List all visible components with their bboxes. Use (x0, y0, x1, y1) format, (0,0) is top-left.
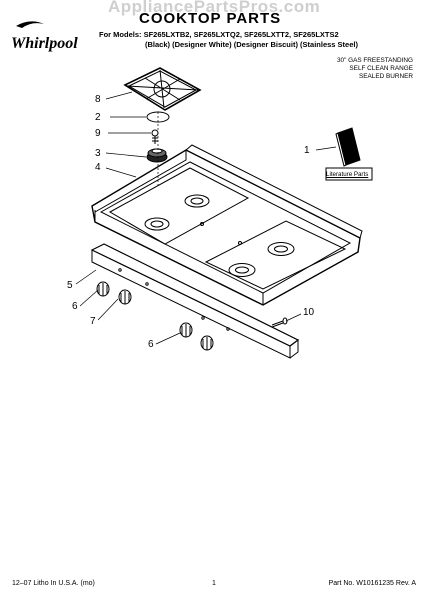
burner-grate[interactable] (123, 67, 202, 111)
callout-5: 5 (67, 280, 73, 291)
cooktop[interactable] (91, 144, 363, 306)
whirlpool-logo: Whirlpool (11, 21, 78, 52)
callout-6: 6 (148, 339, 154, 350)
watermark: AppliancePartsPros.com (108, 0, 321, 16)
callout-1: 1 (304, 145, 310, 156)
control-knob[interactable] (179, 322, 193, 338)
callout-10: 10 (303, 307, 315, 318)
callout-6: 6 (72, 301, 78, 312)
page-number: 1 (212, 580, 216, 587)
callout-3: 3 (95, 148, 101, 159)
control-knob[interactable] (96, 281, 110, 297)
part-number: Part No. W10161235 Rev. A (328, 580, 416, 587)
product-description: 30" GAS FREESTANDING SELF CLEAN RANGE SE… (303, 57, 413, 81)
model-list: For Models: SF265LXTB2, SF265LXTQ2, SF26… (99, 30, 339, 39)
burner-base[interactable] (146, 148, 168, 163)
callout-4: 4 (95, 162, 101, 173)
footer-print-info: 12–07 Litho In U.S.A. (mo) (12, 580, 95, 587)
literature-parts[interactable] (325, 127, 373, 181)
product-line: 30" GAS FREESTANDING (336, 57, 413, 64)
panel-screw[interactable] (271, 317, 288, 328)
control-knob[interactable] (118, 289, 132, 305)
finish-list: (Black) (Designer White) (Designer Biscu… (145, 40, 358, 49)
burner-screw[interactable] (151, 129, 159, 144)
product-line: SELF CLEAN RANGE (349, 65, 413, 72)
callout-7: 7 (90, 316, 96, 327)
callout-2: 2 (95, 112, 101, 123)
callout-9: 9 (95, 128, 101, 139)
product-line: SEALED BURNER (359, 73, 413, 80)
control-knob[interactable] (200, 335, 214, 351)
manifold-panel[interactable] (90, 243, 300, 359)
literature-parts-label: Literature Parts (326, 171, 369, 178)
callout-8: 8 (95, 94, 101, 105)
leader-lines (75, 91, 337, 345)
page-title: COOKTOP PARTS (139, 10, 282, 27)
brand-wordmark: Whirlpool (11, 35, 78, 52)
